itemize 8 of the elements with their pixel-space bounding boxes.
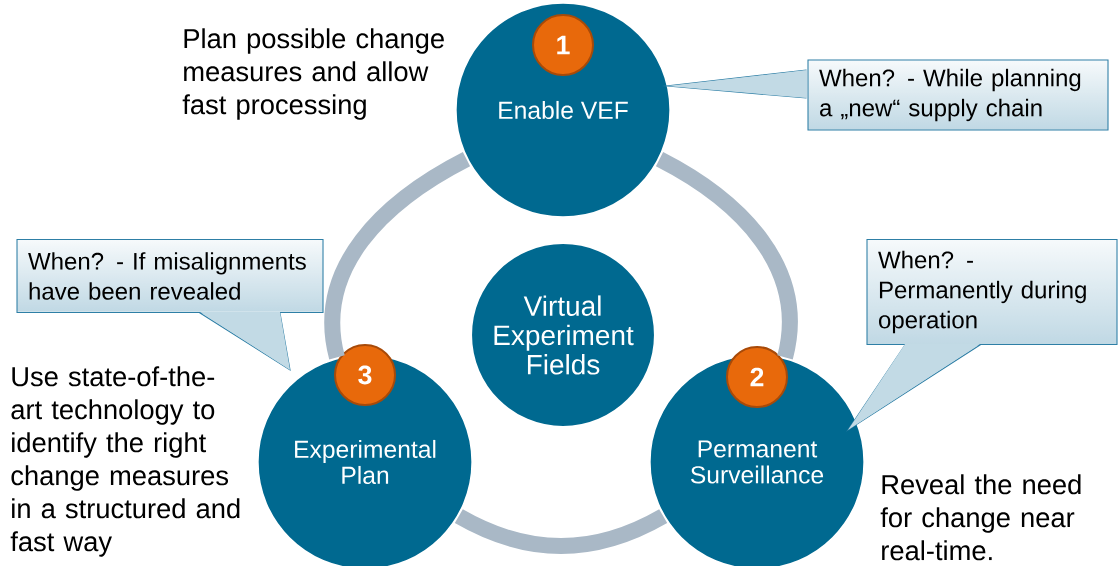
side-text: Plan possible change measures and allow fast processing — [182, 28, 444, 120]
side-text: Reveal the need for change near real-time. — [880, 474, 1081, 561]
ring-arc — [655, 152, 798, 359]
ring-arc — [324, 152, 471, 359]
number-badge: 3 — [334, 344, 396, 406]
number-badge: 1 — [532, 14, 594, 76]
number-badge: 2 — [726, 346, 788, 408]
ring-arc — [455, 509, 667, 555]
